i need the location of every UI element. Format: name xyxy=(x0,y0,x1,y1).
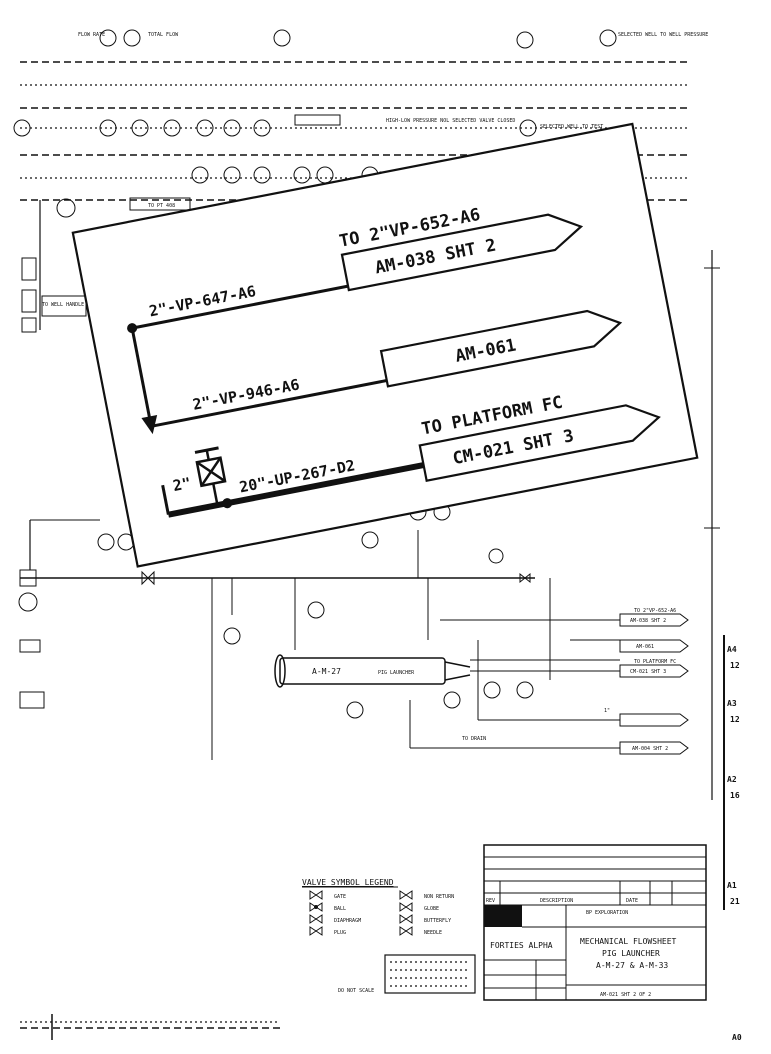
inset-arrow-2: AM-061 xyxy=(379,309,623,388)
label-selected-well: SELECTED WELL TO WELL PRESSURE xyxy=(618,32,708,38)
magnified-inset: 2" 2"-VP-647-A6 2"-VP-946-A6 20"-UP-267-… xyxy=(71,122,699,568)
legend-non-return: NON RETURN xyxy=(424,894,454,900)
ref-a4-num: 12 xyxy=(730,661,740,670)
needle-symbol-icon xyxy=(399,926,413,936)
legend-gate: GATE xyxy=(334,894,346,900)
svg-text:AM-038 SHT 2: AM-038 SHT 2 xyxy=(630,618,666,624)
ref-a3-num: 12 xyxy=(730,715,740,724)
label-selected-well-test: SELECTED WELL TO TEST xyxy=(540,124,603,130)
svg-text:TO 2"VP-652-A6: TO 2"VP-652-A6 xyxy=(634,608,676,614)
launcher-tag: A-M-27 xyxy=(312,667,341,676)
gate-symbol-icon xyxy=(309,890,323,900)
launcher-desc: PIG LAUNCHER xyxy=(378,670,415,676)
label-to-pt: TO PT 408 xyxy=(148,203,175,209)
label-total-flow: TOTAL FLOW xyxy=(148,32,179,38)
legend-plug: PLUG xyxy=(334,930,346,936)
legend-globe: GLOBE xyxy=(424,906,439,912)
legend-butterfly: BUTTERFLY xyxy=(424,918,451,924)
title-line-1: MECHANICAL FLOWSHEET xyxy=(580,937,677,946)
non-return-symbol-icon xyxy=(399,890,413,900)
ref-a4-letter: A4 xyxy=(727,645,737,654)
ref-a1-letter: A1 xyxy=(727,881,737,890)
butterfly-symbol-icon xyxy=(399,914,413,924)
svg-text:AM-061: AM-061 xyxy=(636,644,654,650)
svg-text:CM-021 SHT 3: CM-021 SHT 3 xyxy=(630,669,666,675)
valve-size-label: 2" xyxy=(171,474,192,495)
title-line-3: A-M-27 & A-M-33 xyxy=(596,961,668,970)
small-arrow-2: AM-061 xyxy=(619,639,689,653)
legend-diaphragm: DIAPHRAGM xyxy=(334,918,361,924)
label-flow-rate: FLOW RATE xyxy=(78,32,105,38)
drain-label: TO DRAIN xyxy=(462,736,486,742)
label-high-low: HIGH-LOW PRESSURE NOL SELECTED VALVE CLO… xyxy=(386,118,515,124)
margin-references: A4 12 A3 12 A2 16 A1 21 A0 xyxy=(723,635,742,1042)
sheet-size: A0 xyxy=(732,1033,742,1042)
rev-header: REV xyxy=(486,898,495,904)
title-line-2: PIG LAUNCHER xyxy=(602,949,660,958)
field-name: FORTIES ALPHA xyxy=(490,941,553,950)
small-arrow-4: 1" xyxy=(604,708,689,727)
desc-header: DESCRIPTION xyxy=(540,898,573,904)
bottom-border xyxy=(20,1014,280,1040)
date-header: DATE xyxy=(626,898,638,904)
ref-a2-letter: A2 xyxy=(727,775,737,784)
legend-needle: NEEDLE xyxy=(424,930,442,936)
small-arrow-1: TO 2"VP-652-A6 AM-038 SHT 2 xyxy=(619,608,689,627)
svg-text:1": 1" xyxy=(604,708,610,714)
main-piping: A-M-27 PIG LAUNCHER TO DRAIN TO 2"VP-652… xyxy=(18,250,720,800)
small-arrow-5: AM-004 SHT 2 xyxy=(619,741,689,755)
diaphragm-symbol-icon xyxy=(309,914,323,924)
drawing-number: AM-021 SHT 2 OF 2 xyxy=(600,992,651,998)
not-to-scale: DO NOT SCALE xyxy=(338,988,374,994)
legend-ball: BALL xyxy=(334,906,346,912)
ref-a1-num: 21 xyxy=(730,897,740,906)
ref-a3-letter: A3 xyxy=(727,699,737,708)
small-arrow-3: TO PLATFORM FC CM-021 SHT 3 xyxy=(619,659,689,678)
legend-title: VALVE SYMBOL LEGEND xyxy=(302,878,394,887)
valve-legend: VALVE SYMBOL LEGEND GATE BALL DIAPHRAGM … xyxy=(302,878,476,994)
svg-text:AM-004 SHT 2: AM-004 SHT 2 xyxy=(632,746,668,752)
globe-symbol-icon xyxy=(399,902,413,912)
ball-symbol-icon xyxy=(309,902,323,912)
plug-symbol-icon xyxy=(309,926,323,936)
svg-text:TO PLATFORM FC: TO PLATFORM FC xyxy=(634,659,676,665)
company-name: BP EXPLORATION xyxy=(586,910,628,916)
gate-valve-icon xyxy=(194,446,227,506)
title-block: REV DESCRIPTION DATE BP EXPLORATION FORT… xyxy=(483,844,707,1001)
ref-a2-num: 16 xyxy=(730,791,740,800)
